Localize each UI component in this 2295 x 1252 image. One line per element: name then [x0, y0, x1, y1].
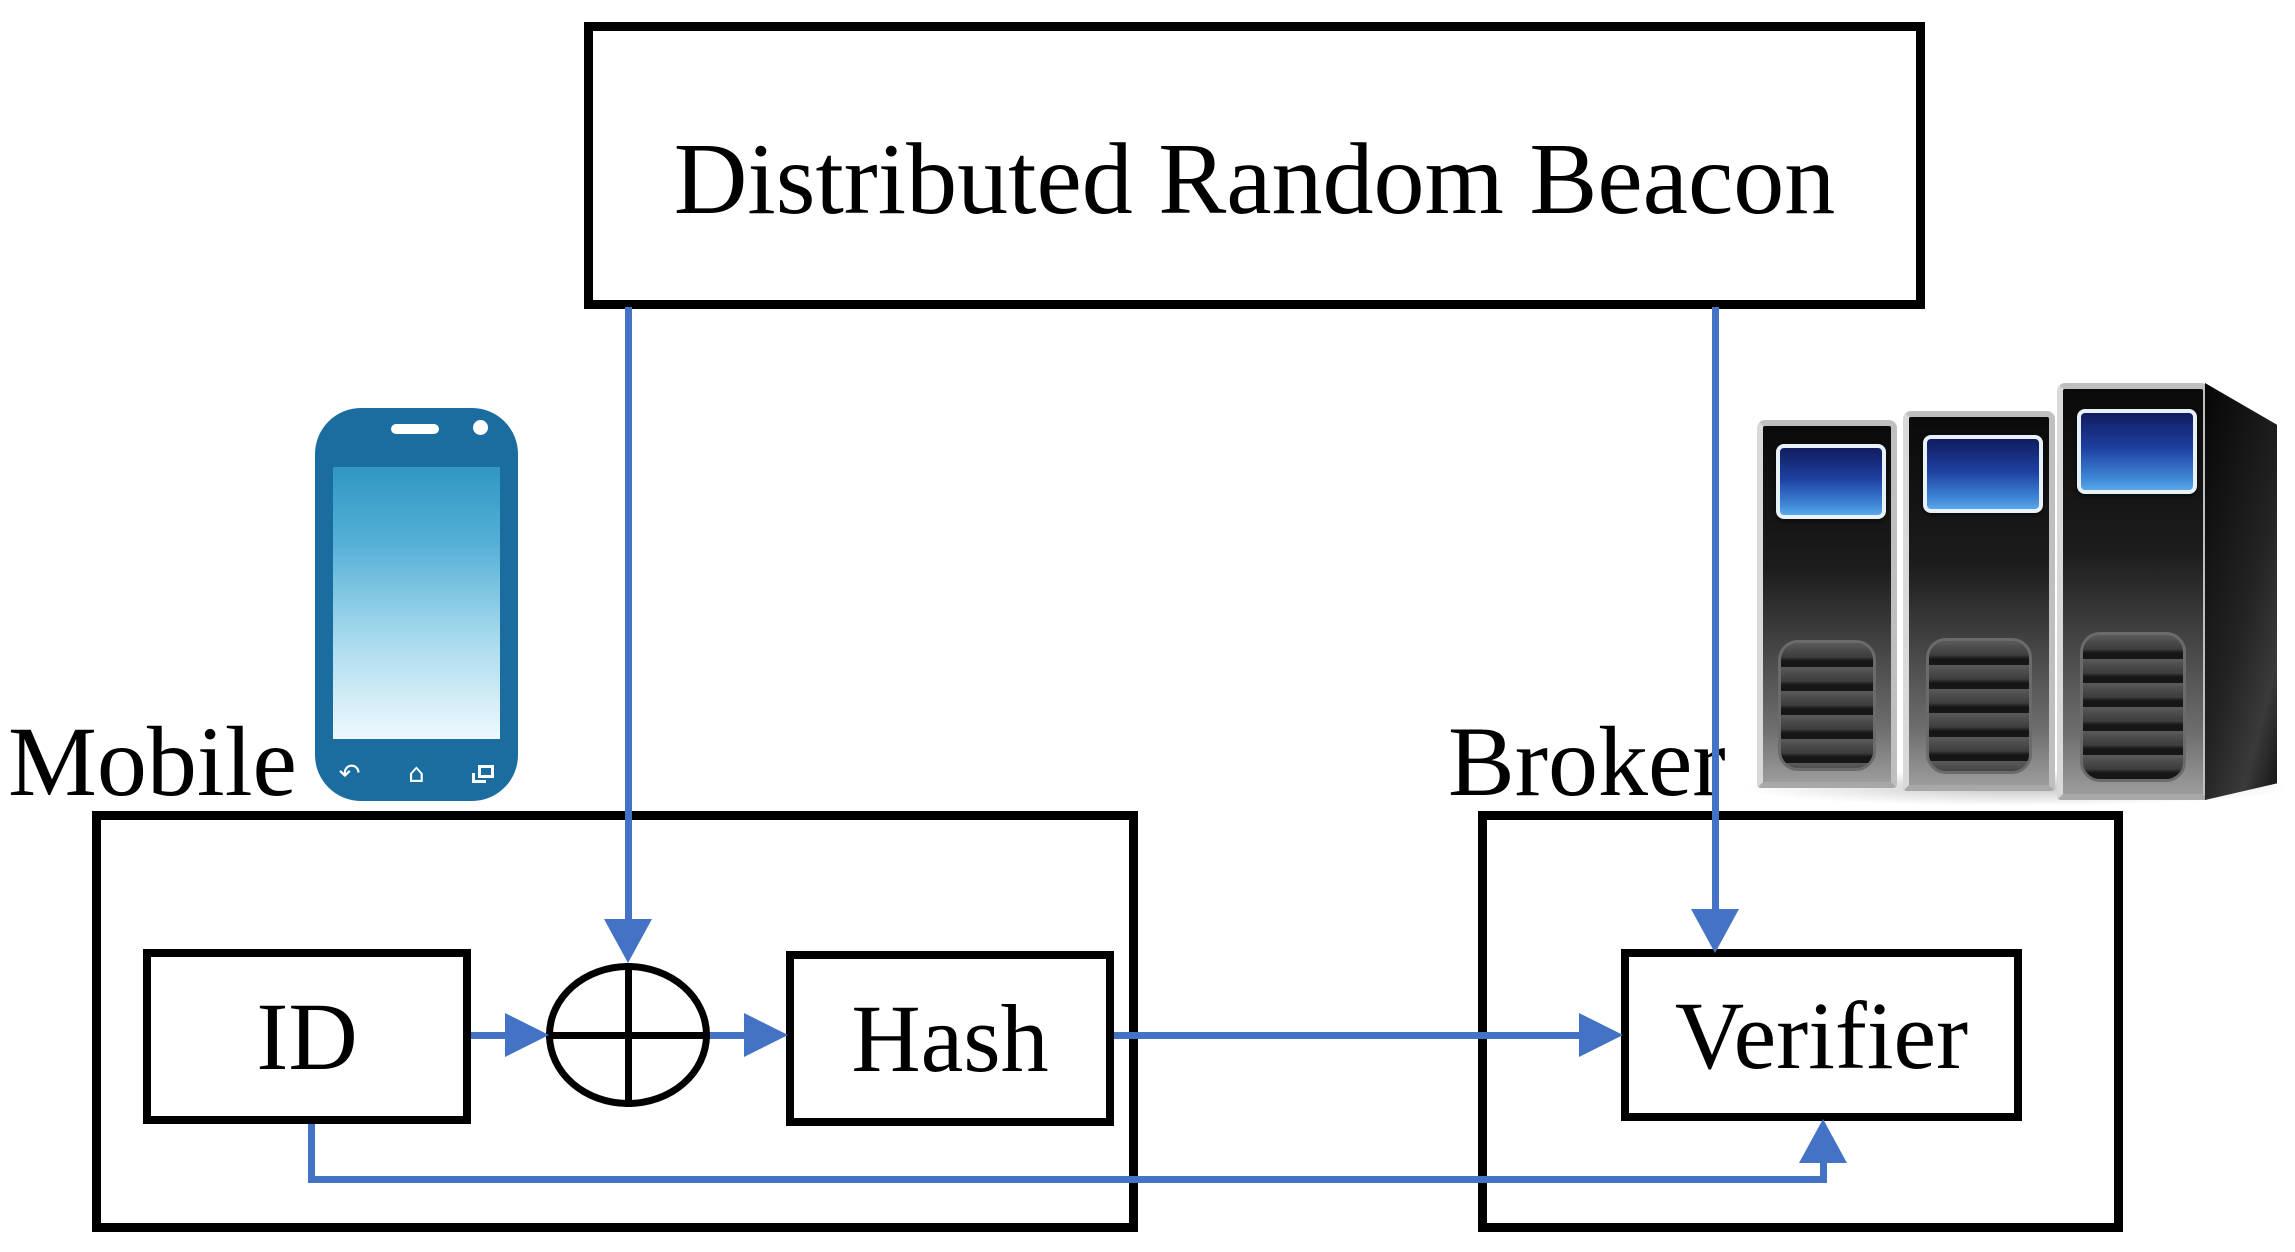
edge-xor-to-hash: [710, 1032, 746, 1039]
server-cluster-icon: [1737, 378, 2295, 806]
server-screen: [2077, 409, 2197, 495]
hash-label: Hash: [851, 985, 1049, 1092]
arrowhead-id-to-verifier: [1799, 1119, 1847, 1163]
hash-box: Hash: [786, 951, 1114, 1126]
edge-hash-to-verifier: [1114, 1032, 1581, 1039]
server-tower-icon: [2057, 383, 2209, 800]
server-tower-icon: [1903, 411, 2055, 791]
edge-id-to-verifier-run: [308, 1176, 1824, 1183]
server-tower-icon: [1757, 420, 1897, 788]
phone-nav-bar: ↶ ⌂: [315, 761, 518, 787]
edge-id-to-verifier-drop: [308, 1124, 315, 1181]
phone-camera-icon: [473, 420, 488, 435]
phone-speaker-icon: [391, 424, 439, 434]
arrowhead-xor-to-hash: [744, 1013, 788, 1057]
edge-id-to-xor: [471, 1032, 507, 1039]
phone-screen: [333, 467, 500, 739]
xor-icon-horizontal-bar: [546, 1032, 710, 1039]
recents-icon: [472, 765, 495, 783]
edge-beacon-to-xor: [625, 307, 632, 919]
edge-id-to-verifier-rise: [1820, 1160, 1827, 1183]
verifier-box: Verifier: [1621, 949, 2022, 1121]
verifier-label: Verifier: [1674, 981, 1969, 1089]
server-grille: [1778, 639, 1876, 772]
mobile-label: Mobile: [8, 706, 297, 817]
server-screen: [1775, 443, 1887, 520]
server-grille: [1925, 637, 2033, 774]
edge-beacon-to-verifier: [1712, 307, 1719, 909]
server-grille: [2079, 632, 2187, 782]
beacon-box: Distributed Random Beacon: [584, 22, 1925, 309]
back-icon: ↶: [338, 759, 361, 789]
home-icon: ⌂: [408, 759, 425, 789]
arrowhead-beacon-to-verifier: [1691, 909, 1739, 953]
id-box: ID: [143, 949, 471, 1124]
arrowhead-hash-to-verifier: [1579, 1013, 1623, 1057]
broker-label: Broker: [1448, 706, 1726, 817]
id-label: ID: [256, 983, 358, 1090]
beacon-title: Distributed Random Beacon: [673, 123, 1836, 236]
server-screen: [1923, 435, 2043, 514]
server-side-panel: [2205, 383, 2277, 800]
smartphone-icon: ↶ ⌂: [315, 408, 518, 801]
arrowhead-beacon-to-xor: [604, 919, 652, 963]
arrowhead-id-to-xor: [505, 1013, 549, 1057]
